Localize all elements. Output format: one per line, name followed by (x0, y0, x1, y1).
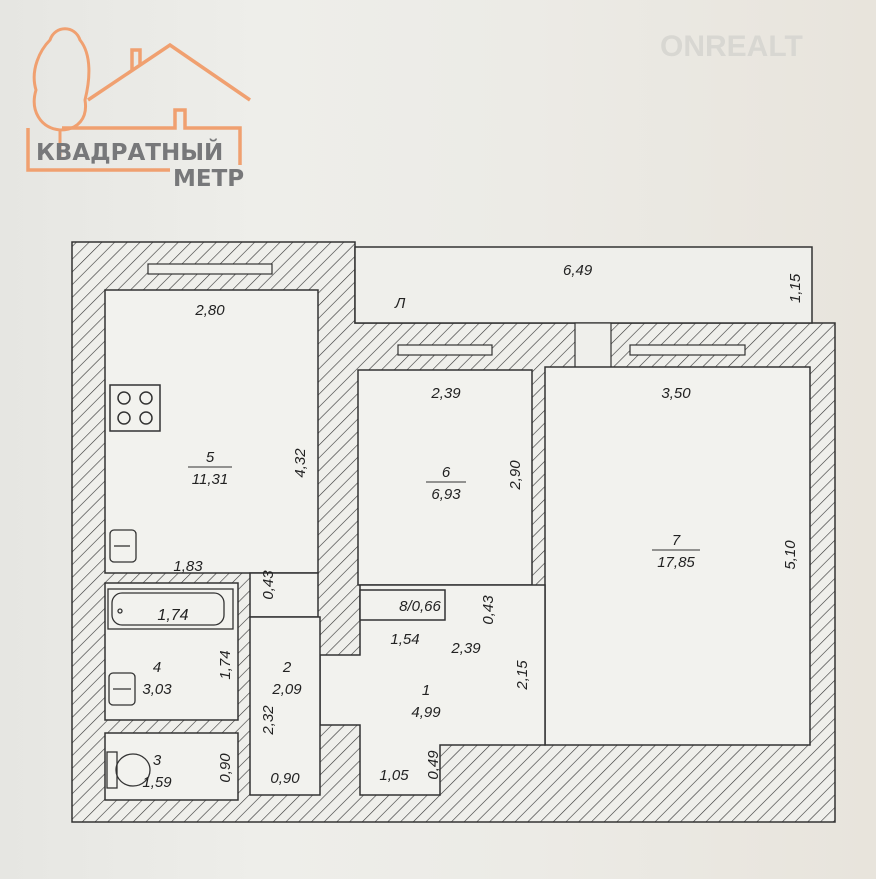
company-logo: КВАДРАТНЫЙ МЕТР (26, 27, 251, 192)
dim-room7-length: 5,10 (782, 540, 799, 570)
room-2-corridor (249, 616, 321, 796)
room-4-number: 4 (153, 659, 161, 676)
sink-icon (109, 529, 137, 563)
watermark: ONREALT (660, 30, 803, 63)
dim-room6-width: 2,39 (430, 385, 461, 402)
room-4-area: 3,03 (142, 681, 172, 698)
room-2-number: 2 (282, 659, 292, 676)
room-8-label: 8/0,66 (399, 598, 441, 615)
room-6-number: 6 (442, 464, 451, 481)
dim-kitchen-length: 4,32 (292, 448, 309, 478)
balcony-length: 6,49 (563, 262, 593, 279)
room-6 (357, 369, 533, 586)
dim-kitchen-passage: 0,43 (260, 570, 277, 600)
room-4-bathroom (104, 582, 239, 721)
dim-kitchen-width: 2,80 (194, 302, 225, 319)
dim-hall-length: 2,15 (514, 660, 531, 691)
dim-entrance-width: 1,05 (379, 767, 409, 784)
room-3-toilet (104, 732, 239, 801)
logo-text-line1: КВАДРАТНЫЙ (36, 138, 223, 166)
room-7 (544, 366, 811, 746)
room-8-closet (359, 589, 446, 621)
dim-kitchen-bottom: 1,83 (173, 558, 203, 575)
room-6-area: 6,93 (431, 486, 461, 503)
dim-corridor-width: 0,90 (270, 770, 300, 787)
dim-room6-length: 2,90 (507, 460, 524, 491)
windows (147, 263, 746, 369)
room-7-number: 7 (672, 532, 681, 549)
dim-closet-width: 1,54 (390, 631, 419, 648)
kitchen-passage (249, 572, 319, 618)
dim-corridor-length: 2,32 (260, 705, 277, 736)
bathtub-icon (107, 588, 234, 630)
dim-entrance-depth: 0,49 (425, 750, 442, 780)
room-1-area: 4,99 (411, 704, 441, 721)
dim-bath-tub: 1,74 (157, 607, 188, 624)
room-5-number: 5 (206, 449, 215, 466)
balcony-label: Л (394, 295, 406, 312)
house-icon (26, 42, 251, 172)
dim-hall-width: 2,39 (450, 640, 481, 657)
toilet-icon (106, 751, 151, 789)
logo-text-line2: МЕТР (173, 166, 244, 192)
dim-closet-passage: 0,43 (480, 595, 497, 625)
stove-icon (109, 384, 161, 432)
dim-room7-width: 3,50 (661, 385, 691, 402)
dim-toilet-height: 0,90 (217, 753, 234, 783)
tree-icon (32, 27, 91, 160)
room-1-number: 1 (422, 682, 430, 699)
balcony (354, 246, 813, 324)
room-5-area: 11,31 (192, 471, 228, 488)
room-3-area: 1,59 (142, 774, 172, 791)
room-7-area: 17,85 (657, 554, 695, 571)
room-1-hall (319, 584, 546, 796)
washbasin-icon (108, 672, 136, 706)
room-2-area: 2,09 (271, 681, 302, 698)
dim-bath-height: 1,74 (217, 650, 234, 679)
room-3-number: 3 (153, 752, 162, 769)
balcony-width: 1,15 (787, 273, 804, 303)
